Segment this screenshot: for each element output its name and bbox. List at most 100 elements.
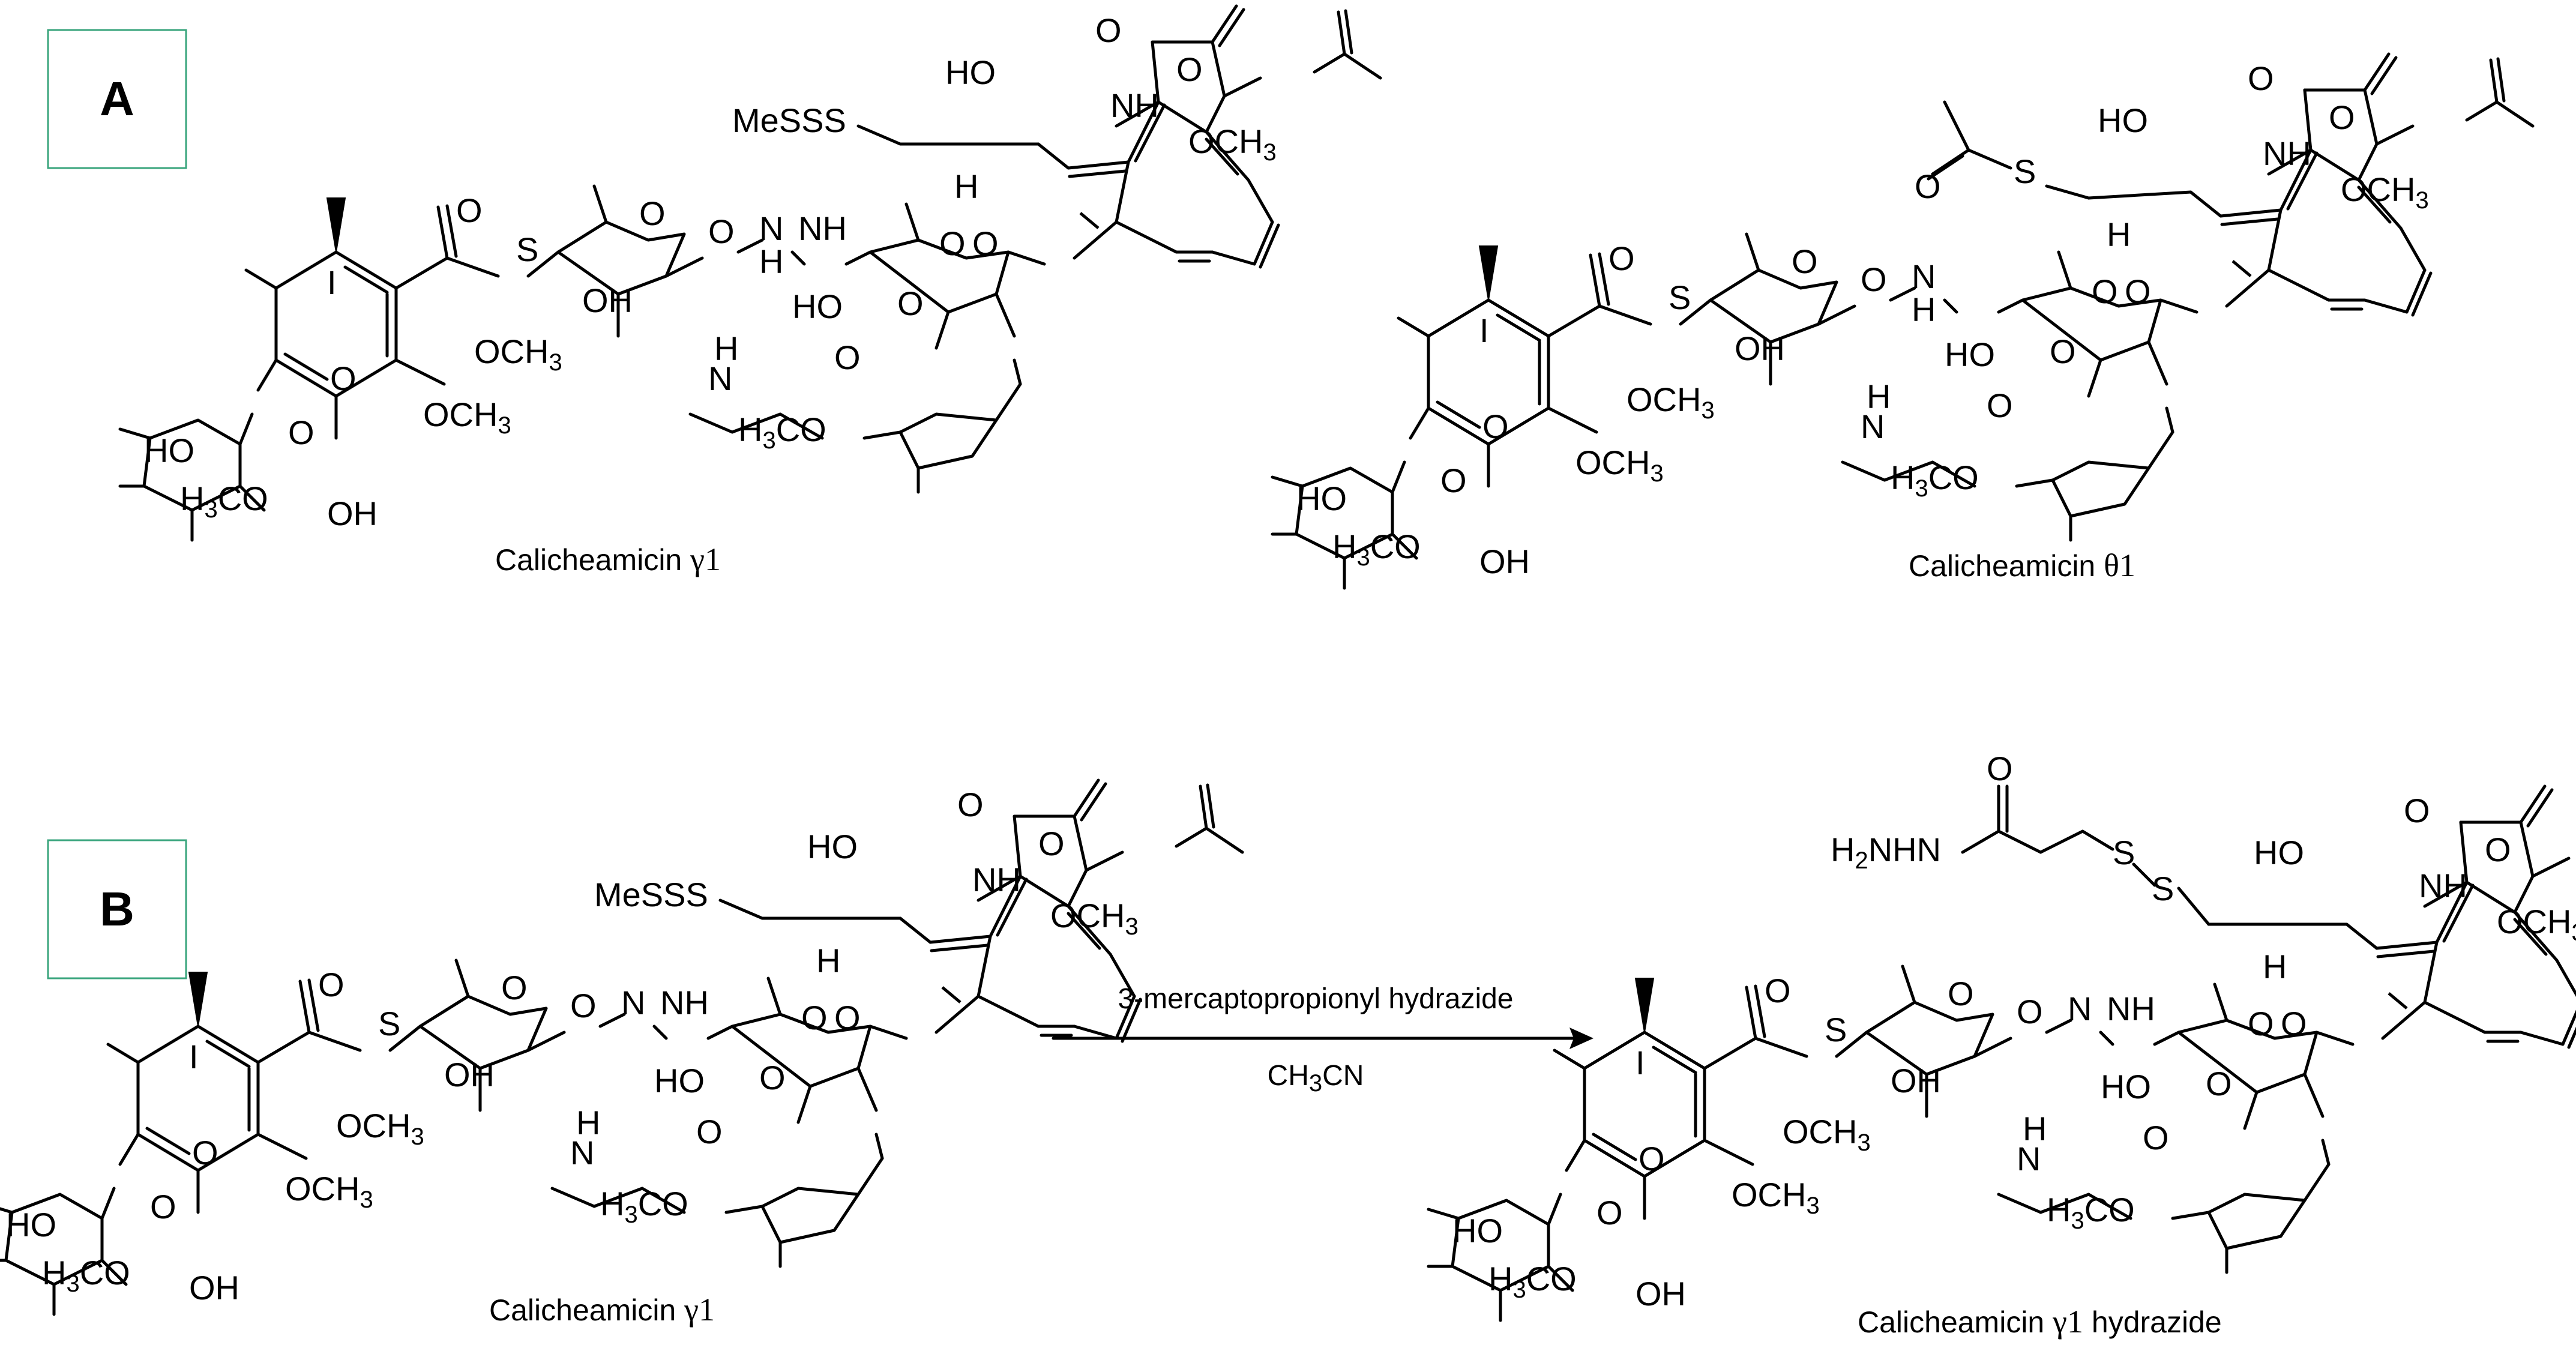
carbamate-och3-label: OCH3 xyxy=(2497,903,2576,946)
ketone-o-label: O xyxy=(957,786,984,823)
thioester-s-label: S xyxy=(1669,278,1691,316)
sugar2-ho-label: HO xyxy=(792,287,843,325)
carbamate-o-label: O xyxy=(1038,825,1065,862)
glycosidic-o-label: O xyxy=(2017,993,2043,1031)
carbamate-o-label: O xyxy=(2485,831,2511,868)
och3-label-2: OCH3 xyxy=(285,1170,373,1213)
n-label: N xyxy=(2068,990,2092,1028)
sugar2-ring-o-label: O xyxy=(939,224,966,262)
thioester-o-label: O xyxy=(456,191,483,229)
sugar3-ring-o-label: O xyxy=(1987,387,2013,424)
glycosidic-o-label: O xyxy=(708,212,735,250)
sugar1-ring-o-label: O xyxy=(1948,975,1974,1012)
rhamnose-h3co-label: H3CO xyxy=(180,480,268,523)
aryl-o-label: O xyxy=(330,360,357,397)
panel-a-box xyxy=(47,29,187,169)
rhamnose-ho-label: HO xyxy=(144,432,194,469)
rhamnose-ho-label: HO xyxy=(1452,1212,1503,1250)
ketone-o-label: O xyxy=(2404,792,2430,829)
carbamate-nh-label: NH xyxy=(2263,134,2311,172)
och3-label: OCH3 xyxy=(474,332,562,376)
thioacetate-s-label: S xyxy=(2014,152,2036,190)
och3-label: OCH3 xyxy=(1627,381,1715,424)
propylamine-h-label: H xyxy=(1867,378,1891,415)
sugar1-ring-o-label: O xyxy=(1792,242,1818,280)
sugar3-h3co-label: H3CO xyxy=(600,1185,688,1228)
och3-label: OCH3 xyxy=(336,1107,424,1150)
iodo-label: I xyxy=(189,1038,199,1076)
molecule-calicheamicin-gamma1-hydrazide: H2NHN O S S HO O NH O OCH3 H O S I OCH3 … xyxy=(1428,750,2576,1340)
sugar1-oh-label: OH xyxy=(1891,1062,1941,1100)
enediyne-o-label: O xyxy=(2125,272,2151,310)
carbamate-o-label: O xyxy=(1176,50,1203,88)
caption-m3: Calicheamicin γ1 xyxy=(489,1292,715,1328)
sugar1-oh-label: OH xyxy=(1735,329,1785,367)
n-h-label: H xyxy=(1912,290,1936,328)
n-h-label: H xyxy=(759,242,783,280)
amine-n-label: NH xyxy=(660,984,709,1021)
thioester-s-label: S xyxy=(378,1005,400,1043)
reaction-arrow: 3-mercaptopropionyl hydrazide CH3CN xyxy=(1052,983,1593,1097)
stereo-h-label: H xyxy=(954,167,978,205)
hydroxyl-label: HO xyxy=(807,828,858,865)
aryl-o-label: O xyxy=(1639,1140,1665,1178)
sugar3-h3co-label: H3CO xyxy=(1891,459,1979,502)
och3-label-2: OCH3 xyxy=(1732,1176,1820,1219)
carbamate-och3-label: OCH3 xyxy=(1188,122,1277,166)
iodo-label: I xyxy=(1636,1044,1645,1082)
hydroxyl-label: HO xyxy=(945,53,996,91)
carbamate-och3-label: OCH3 xyxy=(1050,897,1139,940)
sugar2-ho-label: HO xyxy=(2101,1068,2151,1106)
rhamnose-h3co-label: H3CO xyxy=(1488,1260,1577,1303)
enediyne-o-label: O xyxy=(972,224,999,262)
sugar2-ring-o-label: O xyxy=(2092,272,2118,310)
carbamate-o-label: O xyxy=(2329,98,2355,136)
iodo-label: I xyxy=(327,263,337,301)
hydrazide-label: H2NHN xyxy=(1831,831,1941,874)
n-label: N xyxy=(759,209,783,247)
carbamate-nh-label: NH xyxy=(2419,867,2467,904)
sugar1-ring-o-label: O xyxy=(501,969,528,1006)
hydroxyl-label: HO xyxy=(2098,101,2148,139)
sugar2-o-label: O xyxy=(897,284,924,322)
sugar2-ho-label: HO xyxy=(1945,335,1995,373)
propylamine-n-label: N xyxy=(1861,408,1885,445)
rhamnose-h3co-label: H3CO xyxy=(1332,528,1421,571)
methyltrisulfide-label: MeSSS xyxy=(594,876,708,913)
glycosidic-o-label: O xyxy=(570,987,597,1025)
aryl-o-label: O xyxy=(192,1134,218,1172)
sugar3-h3co-label: H3CO xyxy=(2047,1191,2135,1234)
thioester-s-label: S xyxy=(516,230,538,268)
propylamine-h-label: H xyxy=(714,329,738,367)
sugar2-o-label: O xyxy=(759,1059,786,1097)
sugar1-oh-label: OH xyxy=(444,1056,495,1094)
propylamine-h-label: H xyxy=(2023,1110,2047,1148)
rhamnose-oh-label: OH xyxy=(327,495,378,532)
thioester-o-label: O xyxy=(1608,239,1635,277)
och3-label-2: OCH3 xyxy=(1575,444,1664,487)
rhamnose-ring-o-label: O xyxy=(150,1188,176,1226)
thioester-o-label: O xyxy=(1765,972,1791,1009)
sugar3-ring-o-label: O xyxy=(834,338,861,376)
stereo-h-label: H xyxy=(2263,948,2287,985)
n-label: N xyxy=(1912,257,1936,295)
glycosidic-o-label: O xyxy=(1861,260,1887,298)
rhamnose-oh-label: OH xyxy=(1479,543,1530,580)
och3-label: OCH3 xyxy=(1783,1113,1871,1156)
disulfide-s2-label: S xyxy=(2152,870,2174,907)
sugar3-ring-o-label: O xyxy=(696,1113,723,1151)
caption-m1: Calicheamicin γ1 xyxy=(495,541,721,577)
hydroxyl-label: HO xyxy=(2254,834,2304,871)
rhamnose-ring-o-label: O xyxy=(1596,1194,1623,1232)
sugar2-ring-o-label: O xyxy=(801,999,828,1037)
panel-b-box xyxy=(47,839,187,979)
caption-m4: Calicheamicin γ1 hydrazide xyxy=(1858,1304,2222,1340)
methyltrisulfide-label: MeSSS xyxy=(732,101,846,139)
solvent-label: CH3CN xyxy=(1268,1060,1364,1097)
molecule-calicheamicin-gamma1-a: MeSSS HO O NH O OCH3 H O S I OCH3 OCH3 O… xyxy=(120,6,1380,577)
ketone-o-label: O xyxy=(2248,59,2274,97)
rhamnose-oh-label: OH xyxy=(189,1269,239,1307)
rhamnose-ho-label: HO xyxy=(6,1206,56,1244)
rhamnose-ring-o-label: O xyxy=(288,414,314,451)
